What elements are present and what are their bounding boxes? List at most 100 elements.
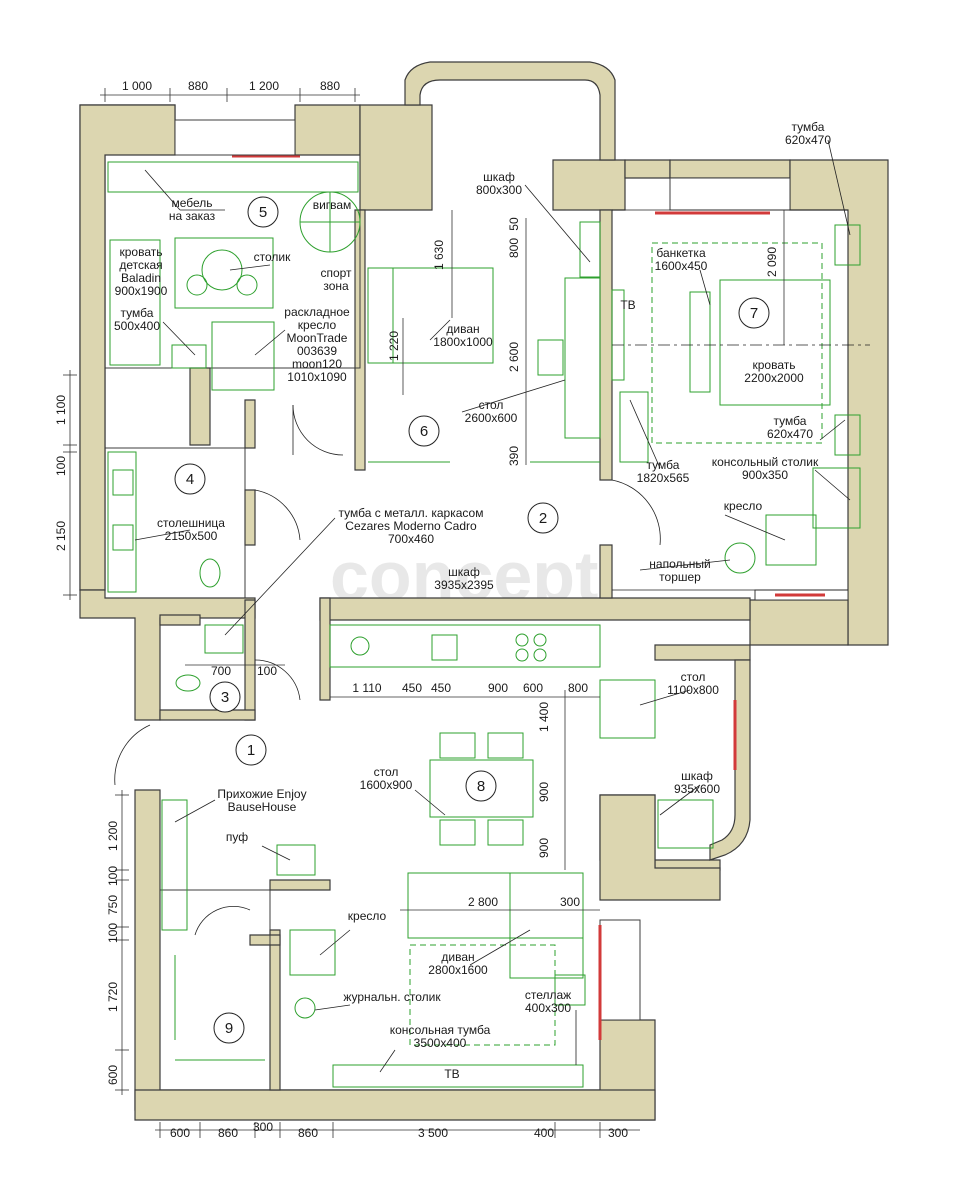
dimension-label: 900 <box>537 782 551 802</box>
furniture-label-line: Baladin <box>121 271 161 285</box>
dimension-label: 800 <box>507 238 521 258</box>
furniture-label-line: вигвам <box>313 198 352 212</box>
room-number-text: 6 <box>420 423 428 440</box>
dimension-label: 390 <box>507 446 521 466</box>
furniture-label-line: шкаф <box>681 769 713 783</box>
dimension-label: 100 <box>106 866 120 886</box>
furniture-label-line: 3935x2395 <box>434 578 494 592</box>
dimension-label: 700 <box>211 664 231 678</box>
furniture-label-line: 1600x900 <box>360 778 413 792</box>
room-circle <box>408 415 440 447</box>
dimension-label: 400 <box>534 1126 554 1140</box>
room-number-text: 4 <box>186 471 194 488</box>
furniture-label-line: тумба <box>774 414 807 428</box>
dimension-label: 880 <box>320 79 340 93</box>
room-circle <box>738 297 770 329</box>
furniture-label-line: тумба <box>121 306 154 320</box>
furniture-label-line: шкаф <box>483 170 515 184</box>
dimension-label: 2 800 <box>468 895 498 909</box>
dimension-label: 450 <box>431 681 451 695</box>
furniture-label-line: тумба <box>792 120 825 134</box>
furniture-label-line: стеллаж <box>525 988 571 1002</box>
room-circle <box>465 770 497 802</box>
furniture-label-line: 935x600 <box>674 782 720 796</box>
furniture-label-line: 700x460 <box>388 532 434 546</box>
dimension-label: 3 500 <box>418 1126 448 1140</box>
furniture-label-line: спорт <box>320 266 352 280</box>
dimension-label: 600 <box>523 681 543 695</box>
doors <box>114 404 661 936</box>
room-number-text: 1 <box>247 742 255 759</box>
room-circle <box>209 681 241 713</box>
furniture-label-line: диван <box>446 322 479 336</box>
dimension-label: 1 200 <box>249 79 279 93</box>
furniture-label-line: кровать <box>120 245 163 259</box>
dimension-label: 2 150 <box>54 521 68 551</box>
dimension-lines <box>63 88 870 1138</box>
dimension-label: 100 <box>257 664 277 678</box>
dimension-label: 1 400 <box>537 702 551 732</box>
dimension-label: 300 <box>560 895 580 909</box>
furniture-label-line: кресло <box>348 909 387 923</box>
furniture-label-line: 900x350 <box>742 468 788 482</box>
furniture-label-line: кресло <box>298 318 337 332</box>
furniture-label-line: стол <box>681 670 706 684</box>
furniture-label-line: 1010x1090 <box>287 370 347 384</box>
dimension-label: 900 <box>488 681 508 695</box>
furniture-label-line: диван <box>441 950 474 964</box>
furniture-label: журнальн. столик <box>343 990 441 1004</box>
furniture-label-line: стол <box>374 765 399 779</box>
dimension-label: 1 100 <box>54 395 68 425</box>
room-circle <box>247 196 279 228</box>
furniture-label-line: банкетка <box>656 246 706 260</box>
furniture-label-line: 2800x1600 <box>428 963 488 977</box>
room-number-text: 7 <box>750 305 758 322</box>
furniture-label-line: 800x300 <box>476 183 522 197</box>
furniture-label-line: 900x1900 <box>115 284 168 298</box>
room-number-5: 5 <box>247 196 279 228</box>
dimension-label: 1 200 <box>106 821 120 851</box>
furniture-label-line: 2200x2000 <box>744 371 804 385</box>
furniture <box>107 161 861 1088</box>
furniture-label-line: 1800x1000 <box>433 335 493 349</box>
furniture-label-line: столешница <box>157 516 225 530</box>
dimension-label: 600 <box>170 1126 190 1140</box>
room-number-2: 2 <box>527 502 559 534</box>
furniture-label-line: 1100x800 <box>667 683 719 697</box>
dimension-label: 300 <box>253 1120 273 1134</box>
room-number-9: 9 <box>213 1012 245 1044</box>
dimension-label: 100 <box>54 456 68 476</box>
dimension-label: 750 <box>106 895 120 915</box>
furniture-label-line: 620x470 <box>767 427 813 441</box>
furniture-label-line: журнальн. столик <box>343 990 441 1004</box>
furniture-label-line: moon120 <box>292 357 342 371</box>
dimension-label: 860 <box>218 1126 238 1140</box>
dimension-label: 860 <box>298 1126 318 1140</box>
furniture-label-line: 1600x450 <box>655 259 708 273</box>
dimension-label: 1 110 <box>352 681 381 695</box>
furniture-label-line: детская <box>119 258 162 272</box>
furniture-label-line: торшер <box>659 570 701 584</box>
furniture-label-line: столик <box>254 250 291 264</box>
room-circle <box>213 1012 245 1044</box>
room-number-text: 9 <box>225 1020 233 1037</box>
